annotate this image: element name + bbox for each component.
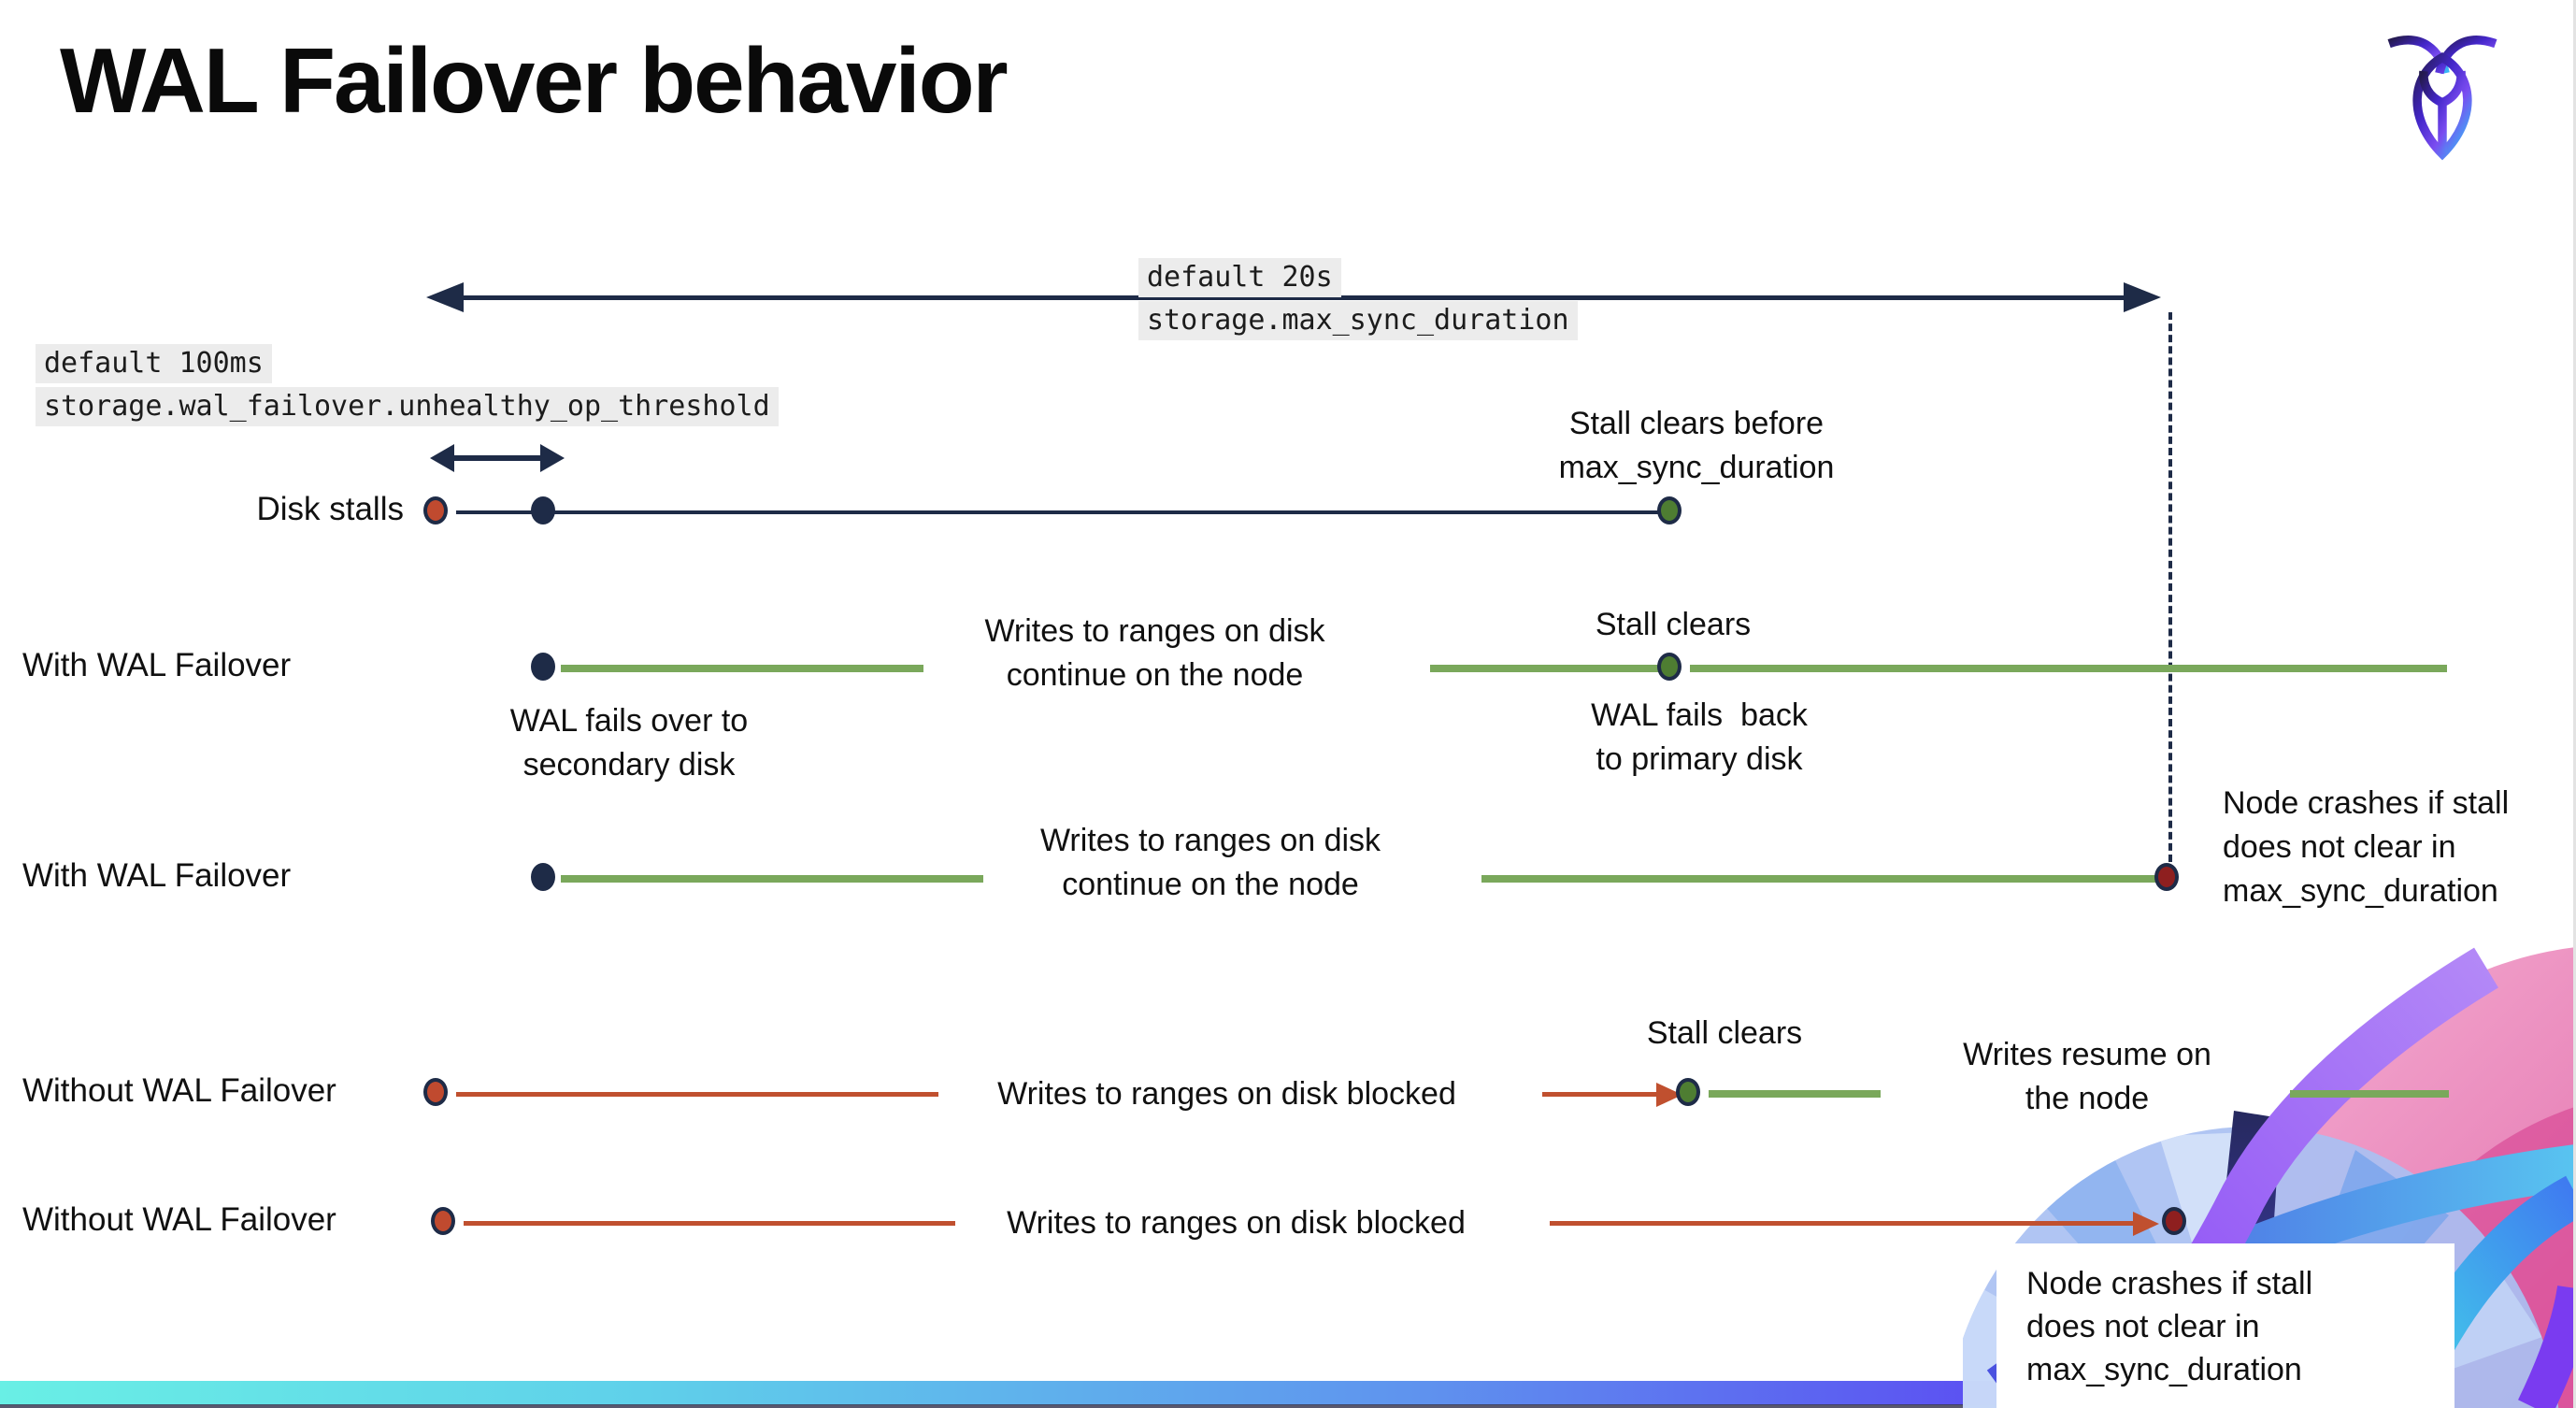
stall-clears-dot bbox=[1676, 1078, 1700, 1106]
writes-continue-line bbox=[1430, 665, 1658, 672]
row-label-without-wal-failover-1: Without WAL Failover bbox=[22, 1072, 336, 1109]
row-label-without-wal-failover-2: Without WAL Failover bbox=[22, 1201, 336, 1238]
node-crash-dot bbox=[2154, 863, 2179, 891]
writes-resume-line bbox=[1709, 1090, 1881, 1098]
max-sync-setting-label: storage.max_sync_duration bbox=[1138, 301, 1578, 340]
bottom-edge-line bbox=[0, 1404, 2576, 1408]
stall-start-dot bbox=[431, 1207, 455, 1235]
writes-blocked-line bbox=[464, 1221, 955, 1226]
row-label-with-wal-failover-1: With WAL Failover bbox=[22, 647, 292, 683]
node-crashes-annotation: Node crashes if stall does not clear in … bbox=[2223, 785, 2510, 909]
unhealthy-op-default-label: default 100ms bbox=[36, 344, 272, 383]
writes-blocked-line bbox=[1542, 1092, 1656, 1097]
arrow-shaft bbox=[458, 295, 2129, 300]
arrow-shaft bbox=[449, 455, 546, 461]
stall-clears-annotation: Stall clears bbox=[1646, 1015, 1803, 1051]
stall-clears-dot bbox=[1657, 653, 1682, 681]
node-crashes-callout-box bbox=[1996, 1243, 2454, 1408]
failover-dot bbox=[531, 863, 555, 891]
row-label-with-wal-failover-2: With WAL Failover bbox=[22, 857, 292, 894]
slide-right-edge bbox=[2573, 0, 2576, 1408]
red-arrow-head-icon bbox=[2133, 1212, 2159, 1236]
node-crashes-annotation: Node crashes if stall does not clear in … bbox=[2026, 1266, 2313, 1387]
row-label-disk-stalls: Disk stalls bbox=[256, 491, 404, 527]
writes-blocked-line bbox=[1550, 1221, 2133, 1226]
writes-continue-line bbox=[1481, 875, 2155, 883]
writes-resume-annotation: Writes resume on the node bbox=[1963, 1037, 2211, 1116]
stall-start-dot bbox=[423, 1078, 448, 1106]
writes-continue-annotation: Writes to ranges on disk continue on the… bbox=[984, 613, 1325, 693]
writes-blocked-annotation: Writes to ranges on disk blocked bbox=[1007, 1205, 1466, 1241]
writes-continue-line bbox=[561, 665, 923, 672]
arrow-left-head-icon bbox=[426, 282, 464, 312]
stall-clears-before-annotation: Stall clears before max_sync_duration bbox=[1558, 406, 1835, 485]
writes-blocked-annotation: Writes to ranges on disk blocked bbox=[997, 1076, 1456, 1112]
arrow-right-head-icon bbox=[540, 444, 565, 472]
writes-resume-line bbox=[2290, 1090, 2449, 1098]
threshold-dot bbox=[531, 496, 555, 524]
arrow-right-head-icon bbox=[2124, 282, 2161, 312]
unhealthy-op-setting-label: storage.wal_failover.unhealthy_op_thresh… bbox=[36, 387, 779, 426]
max-sync-timeout-dashed-line bbox=[2168, 312, 2172, 862]
writes-blocked-line bbox=[456, 1092, 938, 1097]
stall-clears-annotation: Stall clears bbox=[1595, 607, 1752, 642]
failover-dot bbox=[531, 653, 555, 681]
stall-timeline bbox=[456, 510, 1669, 514]
writes-continue-line bbox=[1690, 665, 2447, 672]
cockroachdb-logo-icon bbox=[2387, 36, 2497, 161]
wal-fails-back-annotation: WAL fails back to primary disk bbox=[1591, 697, 1808, 777]
page-title: WAL Failover behavior bbox=[60, 29, 1009, 132]
stall-start-dot bbox=[423, 496, 448, 524]
node-crash-dot bbox=[2162, 1207, 2186, 1235]
stall-clears-dot bbox=[1657, 496, 1682, 524]
max-sync-duration-arrow bbox=[426, 280, 2161, 314]
writes-continue-annotation: Writes to ranges on disk continue on the… bbox=[1039, 823, 1381, 902]
unhealthy-op-threshold-arrow bbox=[430, 443, 565, 473]
max-sync-default-label: default 20s bbox=[1138, 258, 1341, 297]
writes-continue-line bbox=[561, 875, 983, 883]
wal-fails-over-annotation: WAL fails over to secondary disk bbox=[509, 703, 749, 783]
